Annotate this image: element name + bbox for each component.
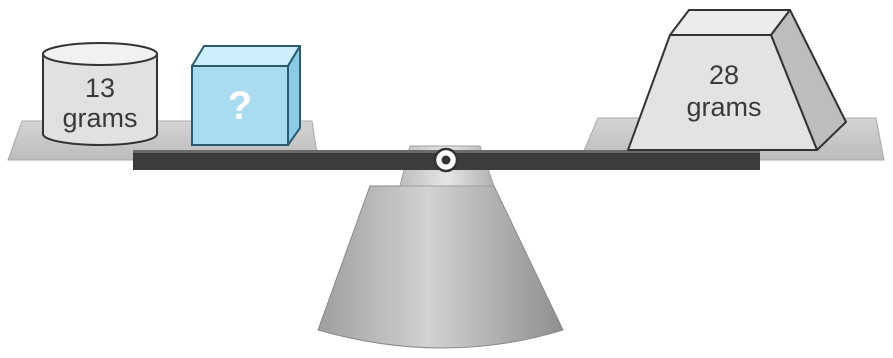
cylinder-weight-13-grams: 13 grams <box>43 43 157 145</box>
trapezoid-weight-value: 28 <box>709 60 739 90</box>
unknown-weight-label: ? <box>228 84 252 128</box>
cylinder-weight-unit: grams <box>62 103 137 133</box>
unknown-weight-cube: ? <box>192 46 300 145</box>
cylinder-weight-value: 13 <box>85 73 115 103</box>
pivot-point-icon <box>435 149 457 171</box>
trapezoid-weight-unit: grams <box>686 92 761 122</box>
trapezoid-weight-28-grams: 28 grams <box>628 10 846 150</box>
scale-stand <box>318 186 563 348</box>
